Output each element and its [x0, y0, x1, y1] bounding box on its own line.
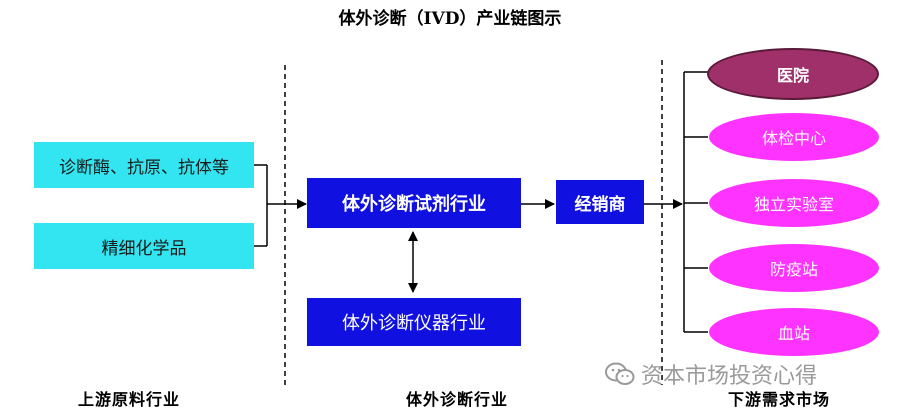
downstream-hospital: 医院: [707, 48, 879, 100]
watermark: 资本市场投资心得: [605, 358, 817, 390]
watermark-text: 资本市场投资心得: [641, 364, 818, 389]
upstream-box-chemicals: 精细化学品: [34, 223, 254, 269]
footer-downstream-label: 下游需求市场: [728, 390, 831, 409]
footer-ivd-label: 体外诊断行业: [406, 390, 509, 409]
instrument-industry-box: 体外诊断仪器行业: [307, 298, 521, 346]
downstream-blood-station: 血站: [709, 308, 879, 356]
downstream-checkup-center: 体检中心: [709, 113, 879, 161]
upstream-box-enzymes: 诊断酶、抗原、抗体等: [34, 142, 254, 188]
downstream-epidemic-station: 防疫站: [709, 244, 879, 292]
wechat-icon: [605, 362, 635, 385]
distributor-box: 经销商: [556, 180, 644, 224]
diagram-title: 体外诊断（IVD）产业链图示: [338, 9, 562, 29]
reagent-industry-box: 体外诊断试剂行业: [307, 178, 521, 228]
footer-upstream-label: 上游原料行业: [78, 390, 181, 409]
downstream-independent-lab: 独立实验室: [709, 179, 879, 227]
